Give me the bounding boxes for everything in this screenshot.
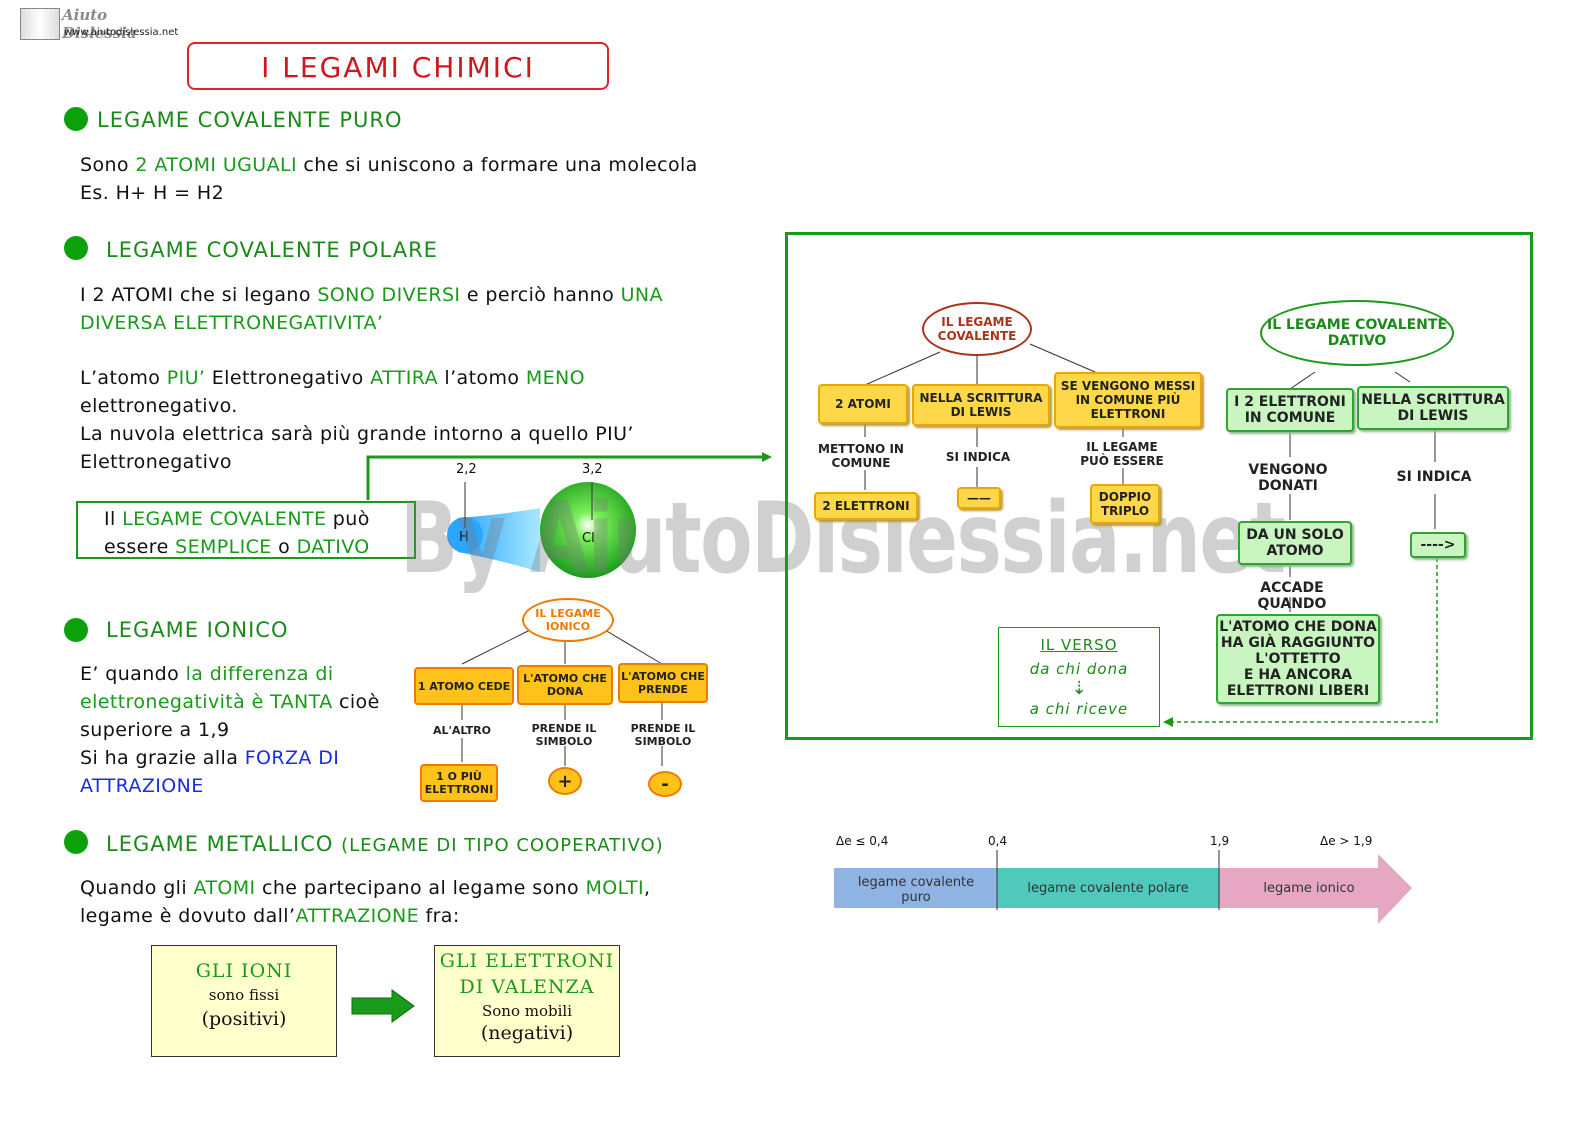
scale-seg-3: legame ionico [1263,881,1355,896]
h-label: H [459,530,469,545]
heading-covalente-puro: LEGAME COVALENTE PURO [97,108,403,132]
ioni-box: GLI IONI sono fissi (positivi) [151,945,337,1057]
page-title: I LEGAMI CHIMICI [187,42,609,90]
ionic-map-lines [461,629,663,766]
ionic-c1-leaf: 1 O PIÙ ELETTRONI [420,764,498,802]
covalente-type-box: Il LEGAME COVALENTE può essere SEMPLICE … [76,501,416,559]
ionic-c2-leaf: + [548,767,582,795]
h-value: 2,2 [456,462,477,477]
ioni-note: (positivi) [201,1008,287,1030]
polare-text-2: L’atomo PIU’ Elettronegativo ATTIRA l’at… [80,367,634,473]
bullet-icon [64,618,88,642]
cl-label: Cl [582,531,595,546]
scale-tick-4: Δe > 1,9 [1320,834,1373,848]
scale-seg-2: legame covalente polare [1027,881,1189,896]
covalent-c3: SE VENGONO MESSI IN COMUNE PIÙ ELETTRONI [1054,372,1202,428]
covalent-root: IL LEGAME COVALENTE [922,302,1032,356]
verso-to: a chi riceve [1029,700,1129,718]
verso-box: IL VERSO da chi dona ⇣ a chi riceve [998,627,1160,727]
ioni-title: GLI IONI [195,960,293,982]
verso-title: IL VERSO [1040,636,1118,654]
dativo-c2: NELLA SCRITTURA DI LEWIS [1357,386,1509,430]
covalent-map-frame [785,232,1533,740]
covalent-c3-link: IL LEGAME PUÒ ESSERE [1080,440,1164,468]
heading-metallico: LEGAME METALLICO (LEGAME DI TIPO COOPERA… [106,832,664,856]
covalent-c2-leaf: —— [957,487,1001,509]
heading-covalente-polare: LEGAME COVALENTE POLARE [106,238,438,262]
metallico-text: Quando gli ATOMI che partecipano al lega… [80,877,651,927]
polare-text-1: I 2 ATOMI che si legano SONO DIVERSI e p… [80,284,663,334]
logo-name: Aiuto Dislessia [62,6,137,42]
covalent-c1-leaf: 2 ELETTRONI [814,492,918,520]
covalent-c2-link: SI INDICA [945,450,1011,464]
heading-ionico: LEGAME IONICO [106,618,289,642]
dativo-c2-leaf: ----> [1410,532,1466,558]
covalent-c1-link: METTONO IN COMUNE [818,442,904,470]
ionic-c2: L'ATOMO CHE DONA [517,665,613,705]
right-arrow-icon [351,989,415,1023]
scale-tick-1: Δe ≤ 0,4 [836,834,889,848]
down-arrow-icon: ⇣ [1071,678,1087,699]
dativo-root: IL LEGAME COVALENTE DATIVO [1260,300,1454,366]
bullet-icon [64,107,88,131]
dativo-c1-leaf2: L'ATOMO CHE DONA HA GIÀ RAGGIUNTO L'OTTE… [1216,614,1380,704]
dativo-c1-leaf: DA UN SOLO ATOMO [1238,521,1352,565]
dativo-c1: I 2 ELETTRONI IN COMUNE [1226,388,1354,432]
electronegativity-scale [834,850,1412,924]
elettroni-box: GLI ELETTRONI DI VALENZA Sono mobili (ne… [434,945,620,1057]
hcl-molecule [447,482,636,578]
elettroni-title-1: GLI ELETTRONI [439,950,615,972]
connector-arrow [366,452,772,500]
elettroni-title-2: DI VALENZA [459,976,595,998]
ionic-c1: 1 ATOMO CEDE [414,667,514,705]
bullet-icon [64,830,88,854]
dativo-c2-link: SI INDICA [1396,469,1472,485]
ionic-root: IL LEGAME IONICO [522,598,614,642]
ionic-c3-leaf: - [648,771,682,797]
dativo-c1-link: VENGONO DONATI [1248,462,1328,494]
scale-tick-2: 0,4 [988,834,1008,848]
scale-seg-1: legame covalente puro [857,875,975,905]
covalent-c3-leaf: DOPPIO TRIPLO [1090,484,1160,524]
ionic-c3: L'ATOMO CHE PRENDE [618,663,708,703]
cl-value: 3,2 [582,462,603,477]
logo-url[interactable]: www.aiutodislessia.net [64,27,179,38]
dativo-c1-link2: ACCADE QUANDO [1257,580,1327,612]
elettroni-sub: Sono mobili [481,1002,572,1020]
ionic-c1-link: AL'ALTRO [433,724,491,737]
ionic-c2-link: PRENDE IL SIMBOLO [531,722,597,748]
ionic-c3-link: PRENDE IL SIMBOLO [630,722,696,748]
ionico-text: E’ quando la differenza di elettronegati… [80,663,380,797]
puro-text: Sono 2 ATOMI UGUALI che si uniscono a fo… [80,154,698,204]
scale-tick-3: 1,9 [1210,834,1230,848]
covalent-c1: 2 ATOMI [818,384,908,424]
covalent-c2: NELLA SCRITTURA DI LEWIS [912,384,1050,426]
elettroni-note: (negativi) [480,1022,574,1044]
verso-from: da chi dona [1029,660,1129,678]
book-icon [20,8,60,40]
ioni-sub: sono fissi [208,986,280,1004]
logo: Aiuto Dislessia www.aiutodislessia.net [20,6,180,42]
bullet-icon [64,236,88,260]
